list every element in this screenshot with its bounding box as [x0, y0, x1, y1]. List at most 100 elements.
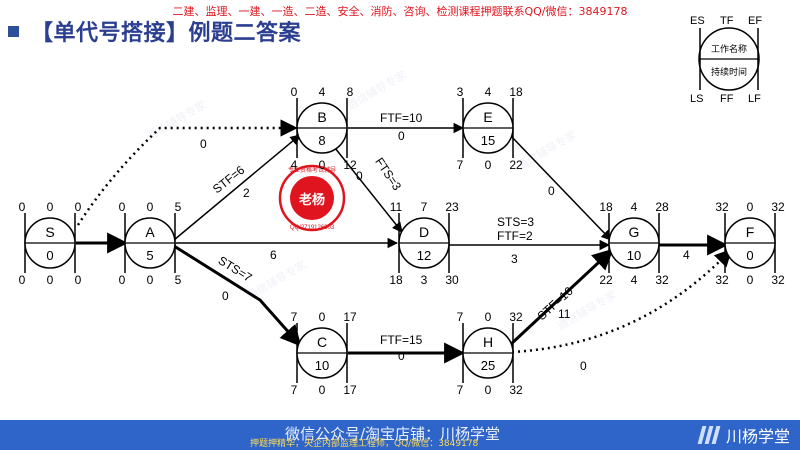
node-d-dur: 12 [417, 248, 431, 263]
node-s-lf: 0 [75, 273, 82, 287]
legend-ff: FF [720, 93, 734, 105]
arrow-a-b [173, 134, 301, 241]
node-h-es: 7 [457, 310, 464, 324]
brand-logo-icon [697, 426, 721, 444]
link-h-g-lag: 11 [558, 307, 571, 321]
page-title: 【单代号搭接】例题二答案 [31, 21, 302, 46]
node-a-tf: 0 [147, 200, 154, 214]
node-g-es: 18 [599, 200, 613, 214]
node-b-ls: 4 [291, 158, 298, 172]
node-a-ef: 5 [175, 200, 182, 214]
node-e-ls: 7 [457, 158, 464, 172]
brand: 川杨学堂 [697, 423, 790, 447]
node-d-lf: 30 [445, 273, 459, 287]
node-e-name: E [483, 109, 492, 125]
node-e-dur: 15 [481, 133, 495, 148]
node-c-es: 7 [291, 310, 298, 324]
link-d-g-rel1: STS=3 [497, 215, 534, 229]
node-h-name: H [483, 334, 493, 350]
node-d-es: 11 [390, 200, 403, 214]
node-c-tf: 0 [319, 310, 326, 324]
link-h-f-lag: 0 [580, 359, 587, 373]
node-h-dur: 25 [481, 358, 495, 373]
node-s-ls: 0 [19, 273, 26, 287]
node-e-ff: 0 [485, 158, 492, 172]
title-bullet [8, 25, 19, 37]
node-a-es: 0 [119, 200, 126, 214]
node-d-name: D [419, 224, 429, 240]
footer-text: 微信公众号/淘宝店铺：川杨学堂 [285, 425, 501, 443]
legend-lf: LF [748, 93, 761, 105]
footer-note: 押题押精华，央企内部监理工程师，QQ/微信：3849178 [250, 439, 479, 449]
svg-text:通信辅导专家: 通信辅导专家 [345, 67, 409, 112]
legend-tf: TF [720, 15, 734, 27]
node-g-ff: 4 [631, 273, 638, 287]
link-a-c-lag: 0 [222, 289, 229, 303]
node-f-ff: 0 [747, 273, 754, 287]
arrow-e-g [509, 134, 612, 241]
node-b-tf: 4 [319, 85, 326, 99]
node-d-ef: 23 [445, 200, 459, 214]
arrow-b-d [334, 147, 403, 233]
arrow-h-f [511, 248, 733, 354]
node-g-ls: 22 [599, 273, 613, 287]
legend-es: ES [690, 15, 705, 27]
node-b-dur: 8 [318, 133, 325, 148]
link-c-h-lag: 0 [398, 349, 405, 363]
node-c-dur: 10 [315, 358, 329, 373]
node-g-name: G [629, 224, 640, 240]
legend-ls: LS [690, 93, 703, 105]
brand-name: 川杨学堂 [725, 427, 790, 446]
node-f-ls: 32 [715, 273, 729, 287]
node-g-ef: 28 [655, 200, 669, 214]
legend-duration: 持续时间 [711, 66, 747, 78]
node-h-ls: 7 [457, 383, 464, 397]
node-s-ef: 0 [75, 200, 82, 214]
node-b-ff: 0 [319, 158, 326, 172]
node-s-es: 0 [19, 200, 26, 214]
link-a-b-rel: STF=6 [210, 163, 248, 197]
footer-bar: 微信公众号/淘宝店铺：川杨学堂 押题押精华，央企内部监理工程师，QQ/微信：38… [0, 420, 800, 450]
node-f-es: 32 [715, 200, 729, 214]
top-contact-note: 二建、监理、一建、一造、二造、安全、消防、咨询、检测课程押题联系QQ/微信：38… [172, 5, 628, 18]
node-c-ef: 17 [343, 310, 357, 324]
node-g-dur: 10 [627, 248, 641, 263]
node-d-ff: 3 [421, 273, 428, 287]
node-f-dur: 0 [746, 248, 753, 263]
link-a-b-lag: 2 [243, 186, 250, 200]
link-s-b-lag: 0 [200, 137, 207, 151]
arrow-a-c [173, 244, 302, 347]
node-a-dur: 5 [146, 248, 153, 263]
node-f-lf: 32 [771, 273, 785, 287]
link-b-e-lag: 0 [398, 129, 405, 143]
link-d-g-rel2: FTF=2 [497, 229, 533, 243]
node-c-ff: 0 [319, 383, 326, 397]
stamp-seal: 老杨 专业资格考试辅导 QQ/2719126303 [278, 164, 346, 232]
link-a-d-lag: 6 [270, 248, 277, 262]
stamp-top-text: 专业资格考试辅导 [288, 166, 336, 174]
arrow-s-b [76, 119, 298, 226]
link-c-h-rel: FTF=15 [380, 333, 423, 347]
link-b-d-rel: FTS=3 [372, 155, 404, 193]
node-s-name: S [45, 224, 54, 240]
node-c-ls: 7 [291, 383, 298, 397]
legend: ES TF EF LS FF LF 工作名称 持续时间 [690, 15, 762, 105]
node-s-dur: 0 [46, 248, 53, 263]
watermark: 通信辅导专家 通信辅导专家 通信辅导专家 通信辅导专家 通信辅导专家 [145, 67, 619, 332]
node-e-lf: 22 [509, 158, 523, 172]
node-h-ff: 0 [485, 383, 492, 397]
node-e-tf: 4 [485, 85, 492, 99]
node-g-lf: 32 [655, 273, 669, 287]
node-f-tf: 0 [747, 200, 754, 214]
node-h-ef: 32 [509, 310, 523, 324]
node-f-name: F [746, 224, 755, 240]
node-d-tf: 7 [421, 200, 428, 214]
legend-name: 工作名称 [711, 43, 747, 55]
